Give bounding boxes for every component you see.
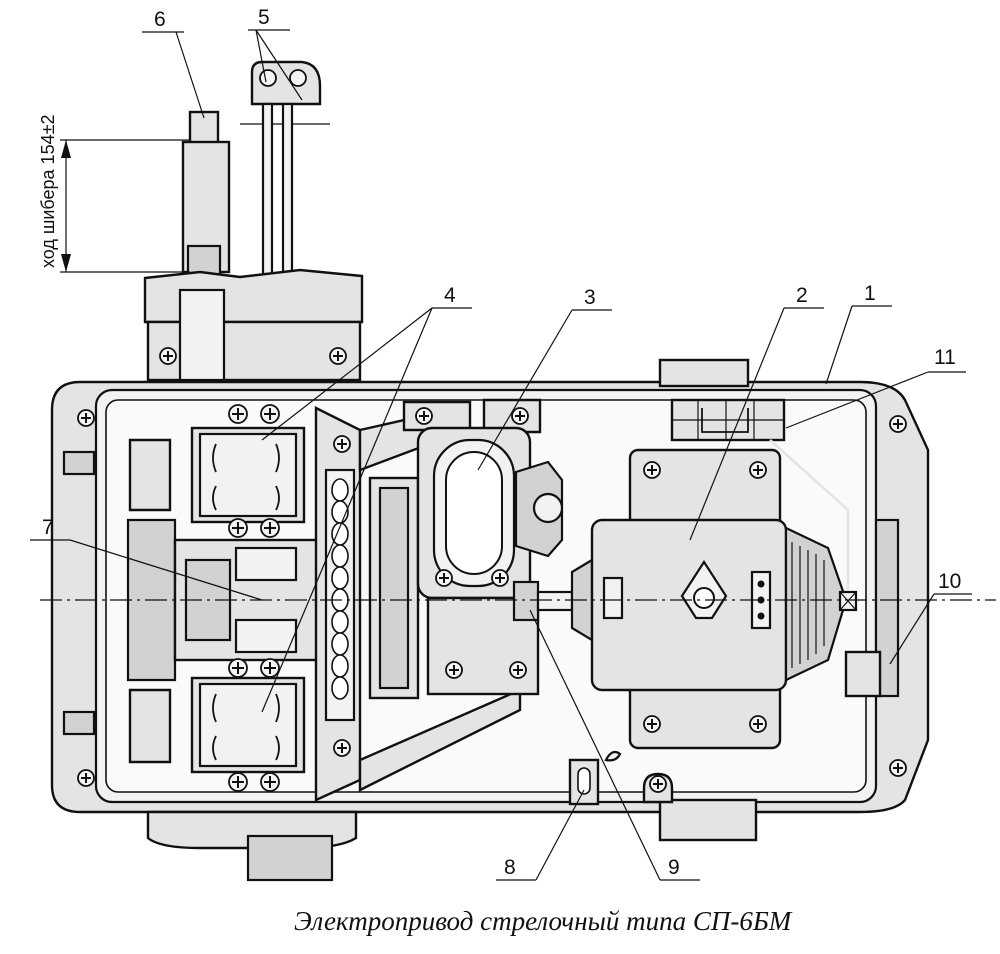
coupling bbox=[512, 580, 574, 622]
terminal-block bbox=[670, 398, 850, 590]
diagram-caption: Электропривод стрелочный типа СП-6БМ bbox=[294, 906, 793, 936]
rod-housing bbox=[143, 268, 364, 382]
slider-travel-dimension: ход шибера 154±2 bbox=[38, 115, 190, 273]
latch bbox=[568, 750, 674, 806]
reducer bbox=[402, 398, 564, 696]
callout-3: 3 bbox=[584, 286, 596, 309]
callouts: 1 2 3 4 5 6 7 8 9 10 11 bbox=[42, 6, 961, 879]
callout-10: 10 bbox=[938, 570, 961, 593]
gear-plate bbox=[314, 406, 362, 802]
control-rods bbox=[240, 60, 330, 278]
callout-6: 6 bbox=[154, 8, 166, 31]
callout-2: 2 bbox=[796, 284, 808, 307]
autoswitch-upper bbox=[190, 404, 306, 538]
callout-9: 9 bbox=[668, 856, 680, 879]
autoswitch-lower bbox=[190, 658, 306, 792]
slider-rod bbox=[181, 110, 231, 286]
callout-11: 11 bbox=[934, 346, 956, 369]
callout-8: 8 bbox=[504, 856, 516, 879]
callout-4: 4 bbox=[444, 284, 456, 307]
callout-5: 5 bbox=[258, 6, 270, 29]
electric-motor bbox=[570, 448, 858, 750]
left-brackets bbox=[126, 438, 177, 764]
dimension-label: ход шибера 154±2 bbox=[38, 115, 58, 268]
callout-7: 7 bbox=[42, 516, 54, 539]
leader-lines bbox=[30, 29, 972, 881]
callout-1: 1 bbox=[864, 282, 876, 305]
reduction-gear bbox=[358, 410, 522, 792]
